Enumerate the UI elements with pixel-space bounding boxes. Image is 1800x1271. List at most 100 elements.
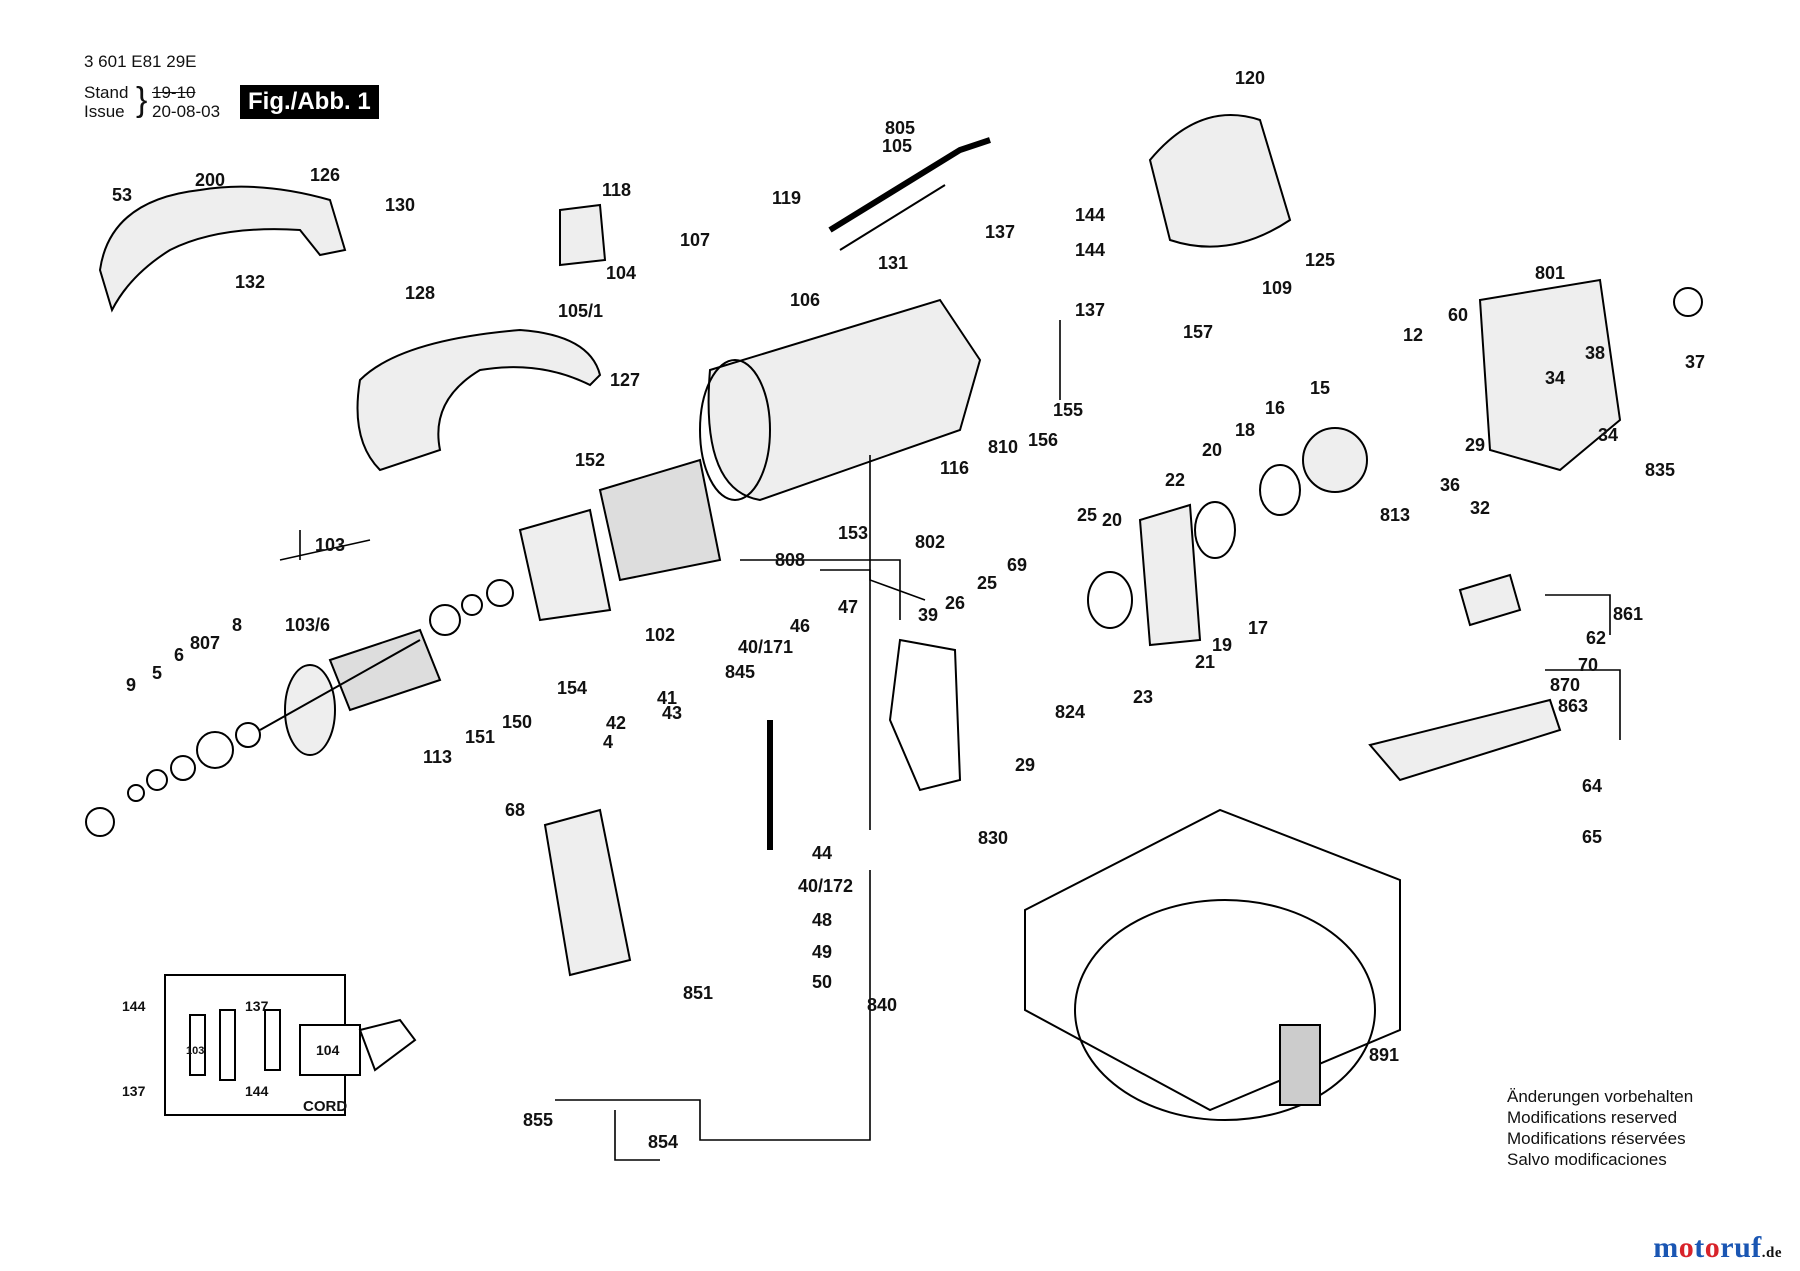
watermark-name: motoruf [1653, 1231, 1762, 1264]
part-label: 37 [1685, 352, 1706, 372]
part-label: 109 [1262, 278, 1293, 298]
part-label: 41 [657, 688, 678, 708]
part-label: 107 [680, 230, 711, 250]
wiring-cord-label: CORD [303, 1098, 348, 1115]
part-label: 36 [1440, 475, 1461, 495]
part-label: 16 [1265, 398, 1286, 418]
part-label: 144 [1075, 205, 1106, 225]
part-label: 128 [405, 283, 436, 303]
part-label: 132 [235, 272, 266, 292]
wiring-switch-label: 104 [316, 1042, 340, 1058]
part-label: 22 [1165, 470, 1186, 490]
part-label: 25 [977, 573, 998, 593]
part-label: 116 [940, 458, 970, 478]
part-label: 153 [838, 523, 869, 543]
part-label: 840 [867, 995, 898, 1015]
part-label: 805 [885, 118, 916, 138]
part-label: 131 [878, 253, 909, 273]
part-label: 68 [505, 800, 526, 820]
part-label: 21 [1195, 652, 1216, 672]
part-label: 157 [1183, 322, 1214, 342]
part-label: 48 [812, 910, 833, 930]
part-label: 835 [1645, 460, 1676, 480]
part-label: 127 [610, 370, 641, 390]
part-label: 830 [978, 828, 1009, 848]
part-label: 9 [126, 675, 137, 695]
part-label: 20 [1102, 510, 1123, 530]
part-label: 106 [790, 290, 821, 310]
stand-value: 19-10 [152, 83, 196, 102]
part-label: 870 [1550, 675, 1581, 695]
part-label: 150 [502, 712, 533, 732]
foot-plate-shape [1368, 698, 1562, 782]
note-line-fr: Modifications réservées [1507, 1129, 1686, 1148]
note-line-en: Modifications reserved [1507, 1108, 1678, 1127]
part-label: 8 [232, 615, 243, 635]
part-label: 34 [1598, 425, 1619, 445]
document-number: 3 601 E81 29E [84, 52, 197, 71]
part-label: 130 [385, 195, 416, 215]
part-label: 23 [1133, 687, 1154, 707]
part-label: 20 [1202, 440, 1223, 460]
header-brace: } [136, 81, 148, 119]
wiring-schematic [164, 974, 417, 1116]
part-label: 103/6 [285, 615, 331, 635]
part-label: 854 [648, 1132, 679, 1152]
part-label: 113 [423, 747, 453, 767]
gear-housing-shape [1478, 278, 1622, 472]
part-label: 851 [683, 983, 714, 1003]
part-label: 65 [1582, 827, 1603, 847]
part-label: 64 [1582, 776, 1603, 796]
part-label: 891 [1369, 1045, 1400, 1065]
armature-shape [328, 628, 442, 712]
part-label: 17 [1248, 618, 1269, 638]
carrying-case-shape [1024, 808, 1401, 1112]
part-label: 801 [1535, 263, 1566, 283]
watermark-logo: motoruf.de [1653, 1231, 1782, 1265]
part-label: 137 [985, 222, 1016, 242]
part-label: 39 [918, 605, 939, 625]
part-label: 105/1 [558, 301, 604, 321]
issue-value: 20-08-03 [152, 102, 221, 121]
part-label: 845 [725, 662, 756, 682]
part-label: 808 [775, 550, 806, 570]
part-label: 155 [1053, 400, 1084, 420]
part-label: 151 [465, 727, 496, 747]
part-label: 26 [945, 593, 966, 613]
part-label: 103 [315, 535, 346, 555]
part-label: 144 [1075, 240, 1106, 260]
part-label: 105 [882, 136, 913, 156]
part-label: 40/171 [738, 637, 794, 657]
part-label: 40/172 [798, 876, 854, 896]
part-label: 125 [1305, 250, 1336, 270]
part-label: 53 [112, 185, 133, 205]
part-label: 18 [1235, 420, 1256, 440]
part-label: 42 [606, 713, 627, 733]
motor-housing-shape [707, 298, 982, 502]
part-label: 855 [523, 1110, 554, 1130]
part-label: 12 [1403, 325, 1424, 345]
note-line-de: Änderungen vorbehalten [1507, 1087, 1694, 1106]
part-label: 200 [195, 170, 226, 190]
switch-shape [559, 203, 607, 267]
part-label: 62 [1586, 628, 1607, 648]
part-label: 47 [838, 597, 859, 617]
part-label: 70 [1578, 655, 1599, 675]
part-label: 60 [1448, 305, 1469, 325]
wiring-left-top-label: 144 [122, 998, 146, 1014]
part-label: 29 [1465, 435, 1486, 455]
wiring-right-top-label: 137 [245, 998, 269, 1014]
part-label: 4 [603, 732, 614, 752]
part-label: 137 [1075, 300, 1106, 320]
part-label: 807 [190, 633, 221, 653]
field-coil-shape [598, 458, 722, 582]
part-label: 38 [1585, 343, 1606, 363]
part-label: 69 [1007, 555, 1028, 575]
part-label: 118 [602, 180, 632, 200]
figure-label: Fig./Abb. 1 [240, 85, 379, 119]
part-label: 49 [812, 942, 833, 962]
part-label: 802 [915, 532, 946, 552]
part-label: 6 [174, 645, 185, 665]
part-label: 813 [1380, 505, 1411, 525]
part-label: 104 [606, 263, 637, 283]
